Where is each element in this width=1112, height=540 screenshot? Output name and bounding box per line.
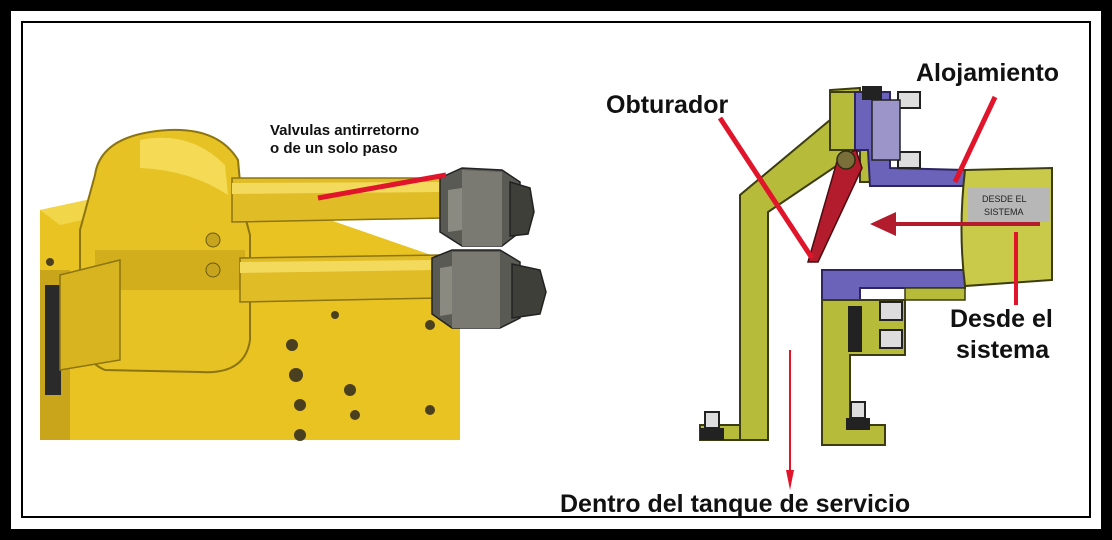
photo-label-pointer — [317, 172, 447, 201]
flow-arrow-head — [870, 212, 896, 236]
obturador-pointer — [717, 116, 815, 260]
housing-lower-right — [904, 287, 966, 301]
tank-label: Dentro del tanque de servicio — [560, 490, 910, 518]
desde-sistema-label-line1: Desde el — [950, 305, 1053, 333]
flap-hinge — [836, 150, 856, 170]
upper-bolts — [862, 86, 921, 169]
pipe-tag-line2: SISTEMA — [984, 207, 1024, 217]
pipe-tag-line1: DESDE EL — [982, 194, 1027, 204]
lower-bolts — [848, 301, 903, 352]
photo-label-line2: o de un solo paso — [270, 140, 398, 157]
alojamiento-pointer — [952, 95, 998, 184]
obturador-label: Obturador — [606, 91, 728, 119]
pipe-tag — [968, 188, 1050, 222]
photo-label-line1: Valvulas antirretorno — [270, 122, 419, 139]
desde-sistema-label-line2: sistema — [956, 336, 1050, 364]
system-pipe — [960, 166, 1053, 288]
tank-floor-bolts — [700, 401, 870, 440]
inner-border — [21, 21, 1091, 518]
lower-check-valve-nut — [431, 249, 547, 329]
valve-photo — [40, 128, 547, 441]
check-valve-cross-section — [699, 86, 1053, 490]
upper-check-valve-nut — [439, 167, 535, 247]
alojamiento-label: Alojamiento — [916, 59, 1059, 87]
flap-obturador — [807, 148, 863, 263]
